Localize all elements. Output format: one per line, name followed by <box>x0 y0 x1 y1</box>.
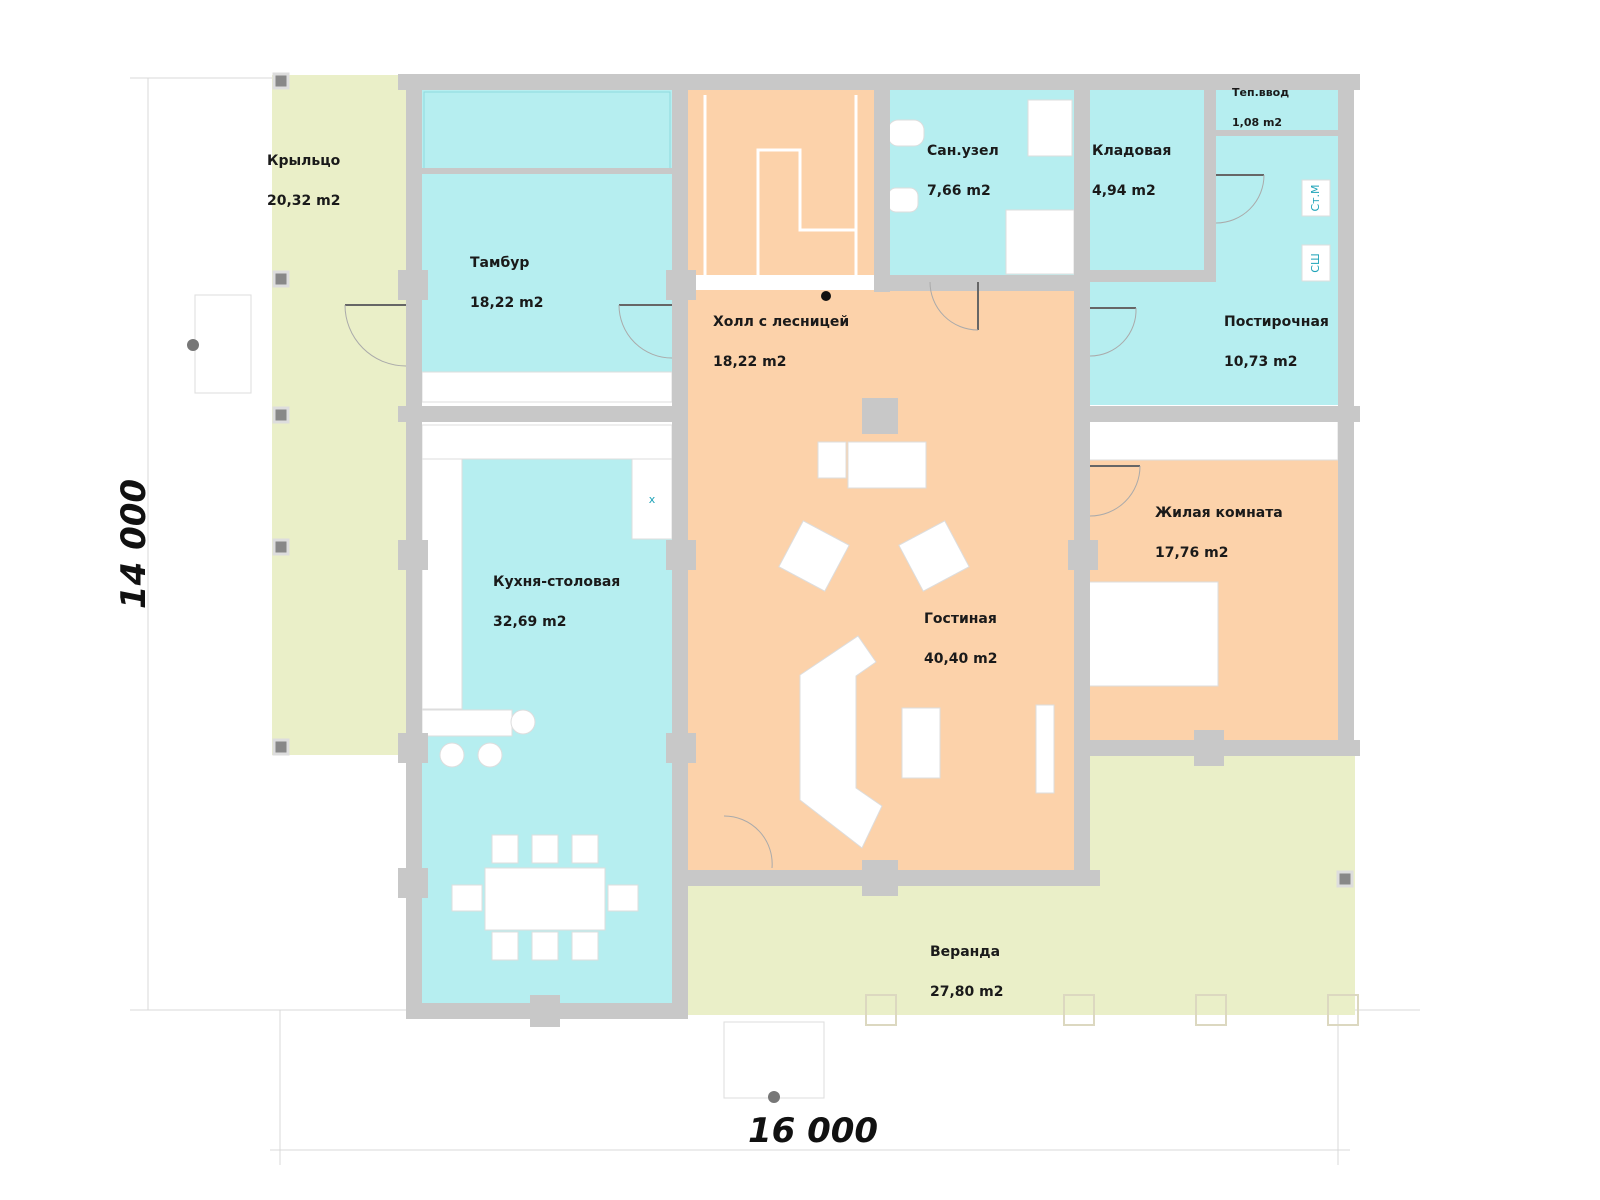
cross-hall <box>862 398 898 434</box>
veranda-steps <box>723 1021 825 1099</box>
chair-right <box>607 884 639 912</box>
cross-east-1 <box>1068 540 1098 570</box>
cross-mid-3 <box>666 733 696 763</box>
bedroom-wardrobe <box>1085 419 1339 461</box>
staircase <box>703 95 858 275</box>
chair-bottom-2 <box>531 931 559 961</box>
bar-stool-1 <box>510 709 536 735</box>
bedroom-name: Жилая комната <box>1155 505 1283 521</box>
vestibule-name: Тамбур <box>470 255 529 271</box>
dryer-label: СШ <box>1309 253 1322 272</box>
bedroom-area: 17,76 m2 <box>1155 545 1229 561</box>
porch-area: 20,32 m2 <box>267 193 341 209</box>
cross-west-3 <box>398 733 428 763</box>
veranda-step-dot <box>768 1091 780 1103</box>
stair-fill <box>688 90 874 275</box>
width-dimension: 16 000 <box>748 1111 878 1151</box>
kitchen-fridge <box>631 458 673 540</box>
wall-v-2 <box>874 74 890 292</box>
veranda-bases <box>865 994 1359 1026</box>
fireplace-box <box>817 441 847 479</box>
dryer <box>1301 244 1331 282</box>
heat-input-name: Теп.ввод <box>1232 86 1289 99</box>
wall-pantry <box>1204 90 1216 280</box>
wall-pantry-bottom <box>1090 270 1216 282</box>
living-name: Гостиная <box>924 611 997 627</box>
veranda-area: 27,80 m2 <box>930 984 1004 1000</box>
cross-mid-2 <box>666 540 696 570</box>
vestibule-area: 18,22 m2 <box>470 295 544 311</box>
toilet-2 <box>887 187 919 213</box>
kitchen-area: 32,69 m2 <box>493 614 567 630</box>
hall-living-fill <box>688 290 1074 870</box>
cross-kitchen-s <box>530 995 560 1027</box>
cross-west-1 <box>398 270 428 300</box>
chair-top-1 <box>491 834 519 864</box>
laundry-name: Постирочная <box>1224 314 1329 330</box>
room-labels: Крыльцо 20,32 m2 Тамбур 18,22 m2 Холл с … <box>267 86 1329 1000</box>
veranda-name: Веранда <box>930 944 1000 960</box>
bathroom-name: Сан.узел <box>927 143 999 159</box>
bathroom-area: 7,66 m2 <box>927 183 991 199</box>
tv-stand <box>1035 704 1055 794</box>
toilet-1 <box>887 119 925 147</box>
bar-stool-2 <box>439 742 465 768</box>
hall-name: Холл с лесницей <box>713 314 849 330</box>
porch-name: Крыльцо <box>267 153 341 169</box>
pantry-name: Кладовая <box>1092 143 1171 159</box>
cross-west-2 <box>398 540 428 570</box>
cross-mid-1 <box>666 270 696 300</box>
corner-sofa <box>799 635 883 849</box>
porch-steps <box>194 294 252 394</box>
doors <box>344 174 1265 869</box>
shower <box>1005 209 1075 275</box>
bed <box>1085 581 1219 687</box>
stair-dot <box>821 291 831 301</box>
washer-label: Ст.М <box>1309 184 1322 211</box>
coffee-table <box>901 707 941 779</box>
chair-left <box>451 884 483 912</box>
stove-mark: x <box>649 493 656 506</box>
porch-step-dot <box>187 339 199 351</box>
heat-input-area: 1,08 m2 <box>1232 116 1282 129</box>
living-area: 40,40 m2 <box>924 651 998 667</box>
laundry-area: 10,73 m2 <box>1224 354 1298 370</box>
washer <box>1301 179 1331 217</box>
bar-stool-3 <box>477 742 503 768</box>
kitchen-name: Кухня-столовая <box>493 574 620 590</box>
vestibule-bench <box>421 371 673 403</box>
cross-living-s <box>862 860 898 896</box>
kitchen-counter-top <box>421 424 673 460</box>
pantry-area: 4,94 m2 <box>1092 183 1156 199</box>
kitchen-island <box>421 709 513 737</box>
wall-vest-h <box>422 168 672 174</box>
wall-h-1 <box>398 406 688 422</box>
wall-heat <box>1216 130 1338 136</box>
cross-west-4 <box>398 868 428 898</box>
cross-bedroom-s <box>1194 730 1224 766</box>
chair-bottom-3 <box>571 931 599 961</box>
wall-h-2 <box>1074 406 1360 422</box>
hall-area: 18,22 m2 <box>713 354 787 370</box>
chair-top-3 <box>571 834 599 864</box>
chair-top-2 <box>531 834 559 864</box>
dining-table <box>484 867 606 931</box>
vestibule-wardrobe <box>423 91 671 171</box>
posts <box>272 72 1354 888</box>
sink <box>1027 99 1073 157</box>
fireplace <box>847 441 927 489</box>
wall-v-3 <box>1074 74 1090 884</box>
height-dimension: 14 000 <box>114 479 154 609</box>
walls <box>398 74 1360 1027</box>
chair-bottom-1 <box>491 931 519 961</box>
armchair-right <box>898 520 970 592</box>
kitchen-counter-left <box>421 458 463 710</box>
wall-h-3 <box>874 275 1074 291</box>
porch-floor <box>272 75 406 755</box>
armchair-left <box>778 520 850 592</box>
